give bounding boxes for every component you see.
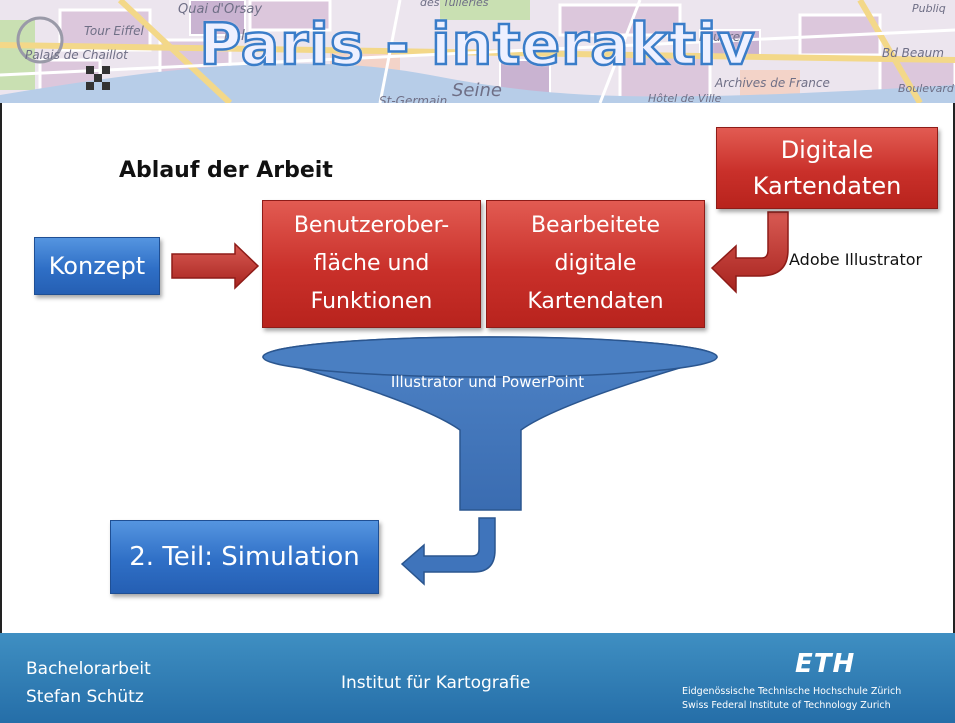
node-digitale-line-1: Digitale bbox=[780, 136, 874, 164]
map-background bbox=[0, 0, 955, 103]
section-heading: Ablauf der Arbeit bbox=[119, 158, 333, 183]
node-simulation-label: 2. Teil: Simulation bbox=[129, 542, 360, 572]
node-bearbeitete-line-3: Kartendaten bbox=[527, 289, 664, 314]
map-label-quai: Quai d'Orsay bbox=[178, 2, 263, 17]
map-label-louvre: du Louvre bbox=[680, 30, 741, 44]
node-bearbeitete-kartendaten: Bearbeitete digitale Kartendaten bbox=[486, 200, 705, 328]
map-header: Quai d'Orsay des Tuileries Palais de Cha… bbox=[0, 0, 955, 103]
map-label-tour: Tour Eiffel bbox=[84, 24, 144, 38]
map-label-hotel: Hôtel de Ville bbox=[648, 92, 722, 103]
map-label-tuileries: des Tuileries bbox=[420, 0, 489, 9]
frame-left bbox=[0, 103, 2, 633]
map-label-palais: Palais de Chaillot bbox=[25, 48, 128, 62]
map-label-bd: Bd Beaum bbox=[882, 46, 944, 60]
map-label-publique: Publiq bbox=[912, 2, 946, 15]
node-bearbeitete-line-1: Bearbeitete bbox=[530, 213, 661, 238]
node-benutzeroberflaeche: Benutzerober- fläche und Funktionen bbox=[262, 200, 481, 328]
node-digitale-kartendaten: Digitale Kartendaten bbox=[716, 127, 938, 209]
node-konzept: Konzept bbox=[34, 237, 160, 295]
node-benutzer-line-2: fläche und bbox=[313, 251, 430, 276]
node-konzept-label: Konzept bbox=[48, 252, 146, 280]
node-simulation: 2. Teil: Simulation bbox=[110, 520, 379, 594]
arrow-konzept-to-benutzer bbox=[171, 242, 260, 290]
map-label-archives: Archives de France bbox=[715, 76, 830, 90]
frame-right bbox=[953, 103, 955, 633]
eth-logo: ETH bbox=[795, 649, 856, 679]
adobe-illustrator-label: Adobe Illustrator bbox=[789, 250, 923, 269]
funnel-rim bbox=[262, 336, 718, 378]
node-benutzer-line-3: Funktionen bbox=[310, 289, 433, 314]
map-label-seine: Seine bbox=[452, 80, 502, 101]
footer-author-block: Bachelorarbeit Stefan Schütz bbox=[26, 655, 151, 711]
arrow-digitale-to-bearbeitete bbox=[710, 211, 789, 294]
footer: Bachelorarbeit Stefan Schütz Institut fü… bbox=[0, 633, 955, 723]
footer-institute: Institut für Kartografie bbox=[341, 673, 531, 693]
footer-thesis-type: Bachelorarbeit bbox=[26, 659, 151, 679]
footer-author: Stefan Schütz bbox=[26, 687, 144, 707]
eth-name-english: Swiss Federal Institute of Technology Zu… bbox=[682, 700, 891, 711]
map-label-germain: St-Germain bbox=[379, 94, 448, 103]
node-benutzer-line-1: Benutzerober- bbox=[293, 213, 450, 238]
funnel-label: Illustrator und PowerPoint bbox=[390, 373, 585, 391]
map-label-pal: Pal bbox=[224, 28, 245, 44]
node-bearbeitete-line-2: digitale bbox=[554, 251, 637, 276]
slide-title: Paris - interaktiv bbox=[198, 11, 756, 80]
node-digitale-line-2: Kartendaten bbox=[752, 172, 902, 200]
eth-name-german: Eidgenössische Technische Hochschule Zür… bbox=[682, 686, 902, 697]
map-label-boulevard: Boulevard bbox=[898, 82, 954, 95]
arrow-funnel-to-simulation bbox=[400, 517, 496, 586]
